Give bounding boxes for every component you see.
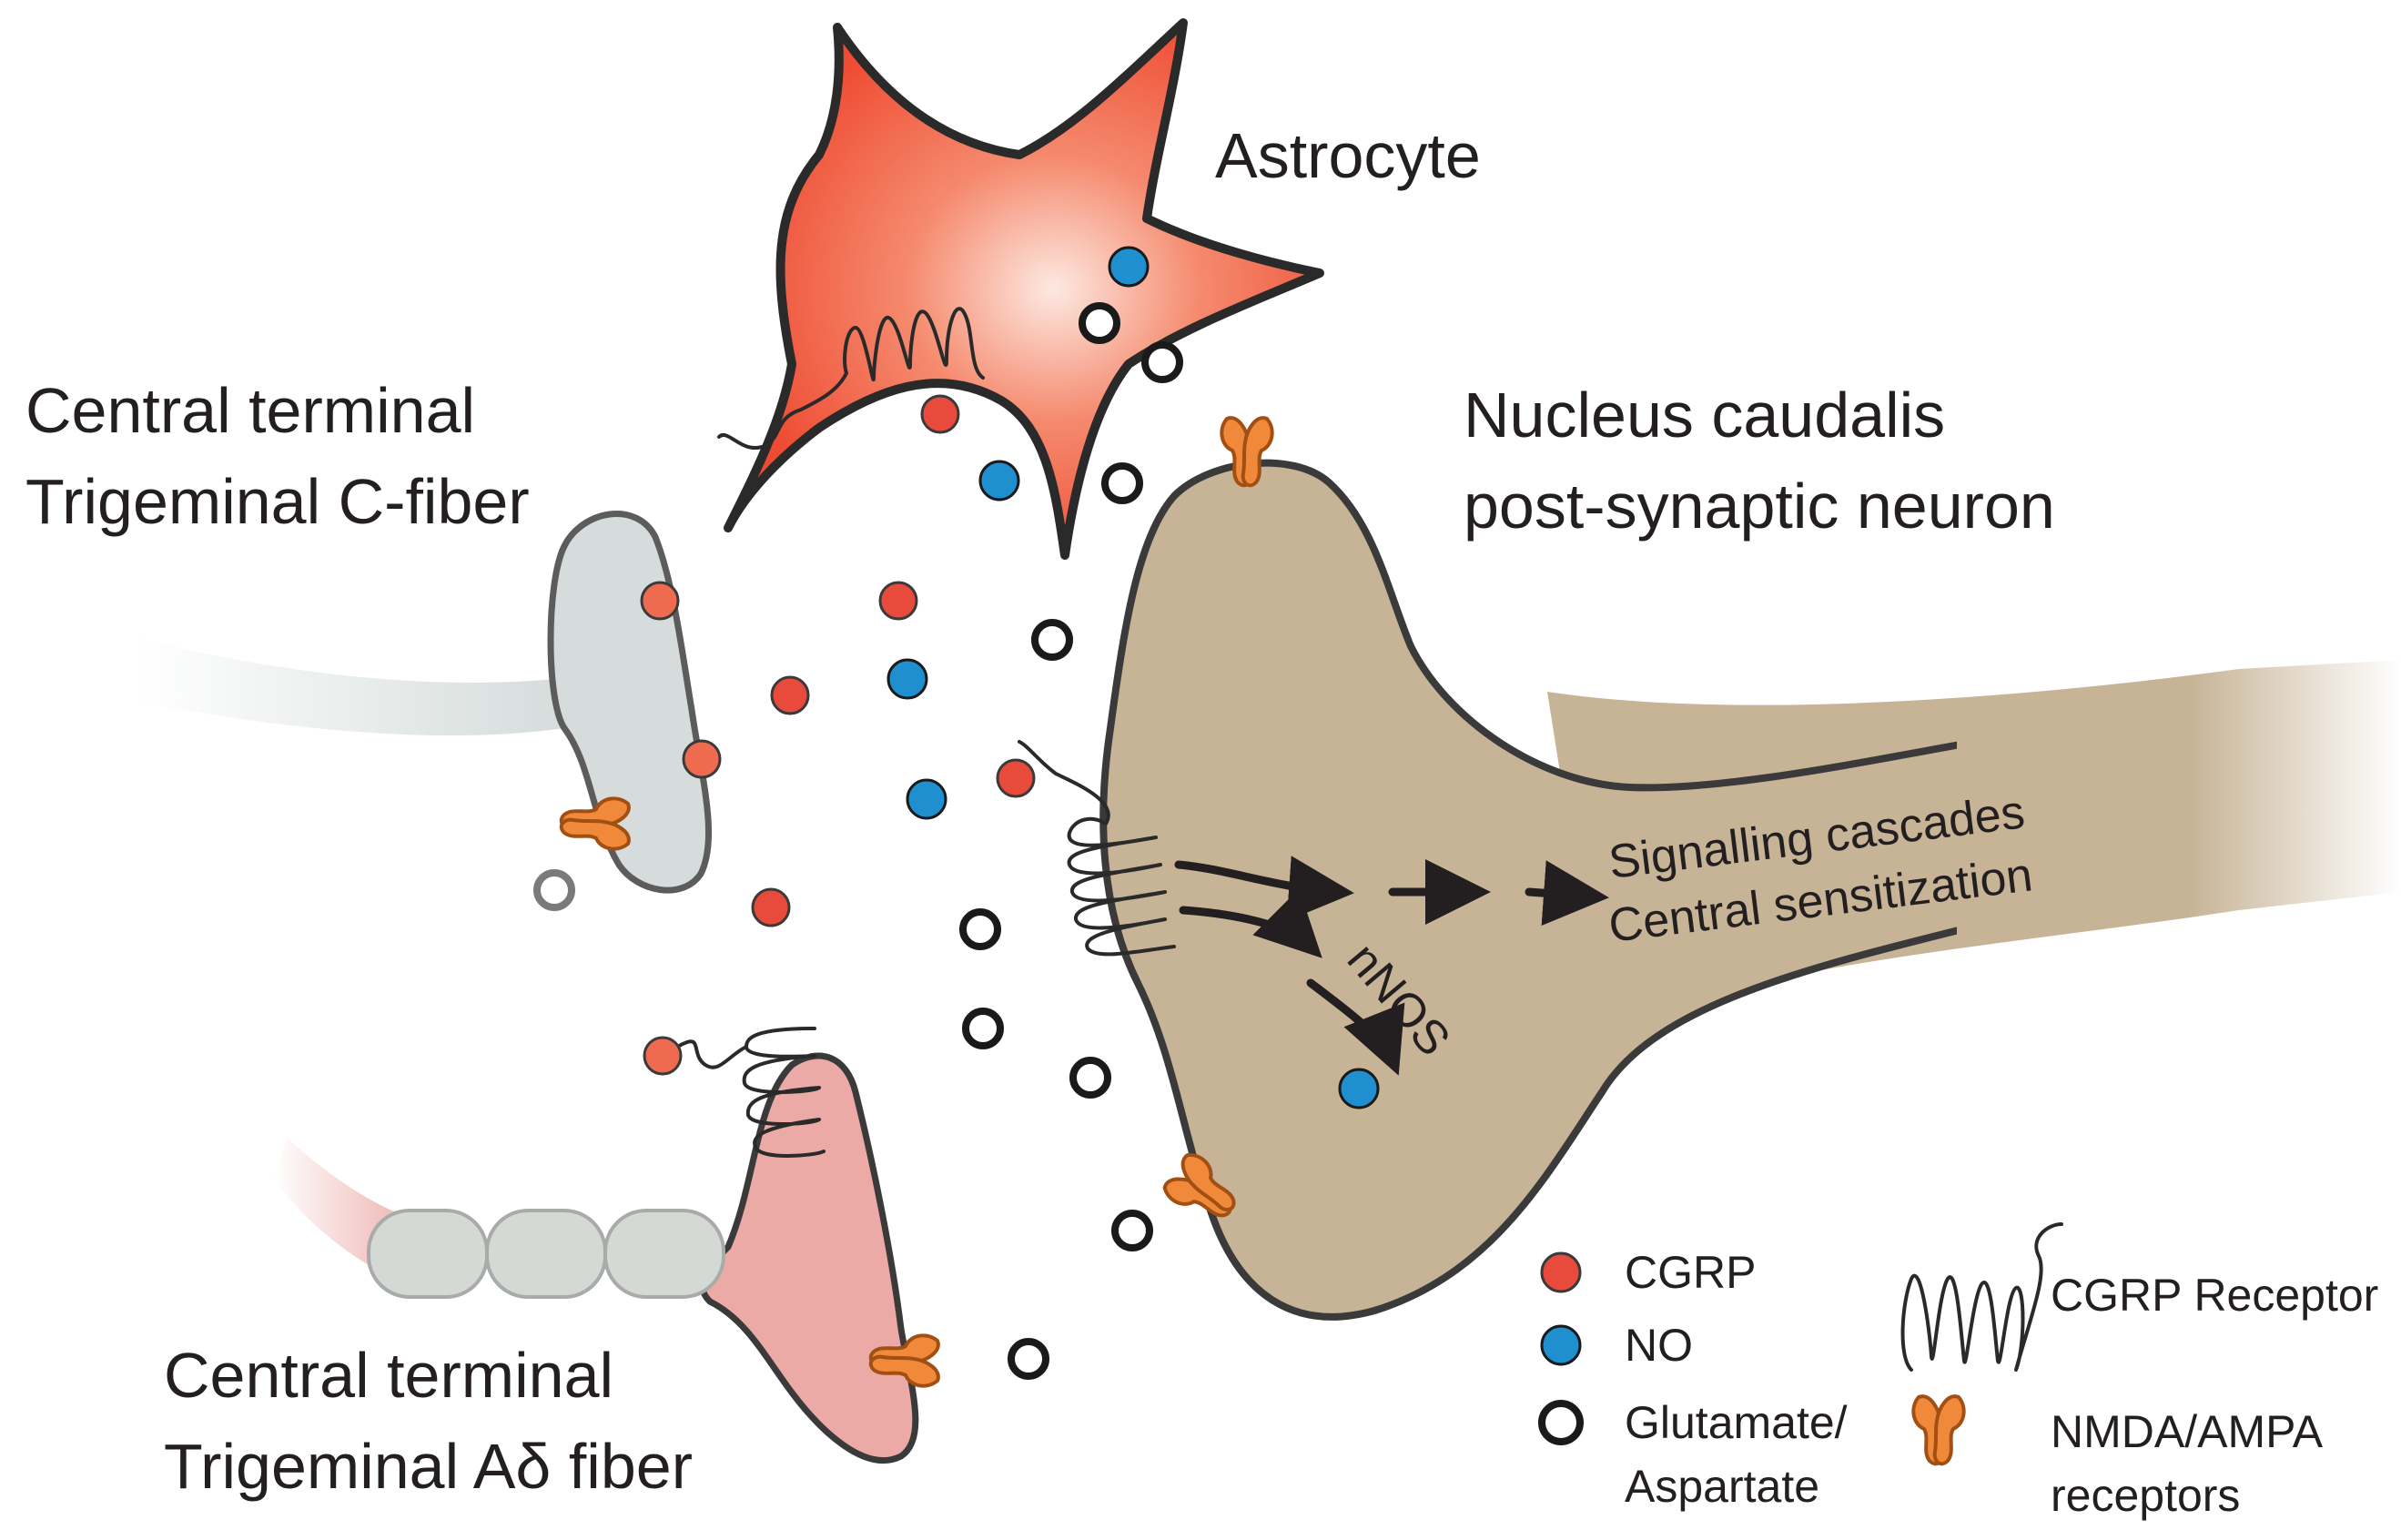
myelin-segment: [485, 1209, 607, 1299]
signalling-arrows: [1174, 856, 1609, 1076]
ad-fiber-soma: [699, 1052, 919, 1464]
glutamate-molecule: [1101, 462, 1143, 504]
cgrp-molecule: [682, 739, 722, 779]
nmda-receptor-bottom: [1162, 1153, 1236, 1218]
no-molecules: [886, 246, 1380, 1109]
glutamate-molecule: [1111, 1210, 1153, 1251]
no-molecule: [1338, 1068, 1380, 1109]
no-molecule: [978, 460, 1020, 502]
cgrp-molecule: [643, 1036, 683, 1076]
glutamate-molecule: [959, 908, 1001, 950]
cgrp-molecule: [770, 675, 810, 715]
glutamate-molecule: [533, 869, 575, 911]
legend-no-label: NO: [1625, 1320, 1693, 1371]
legend-cgrp-swatch: [1540, 1251, 1582, 1293]
legend-cgrp-receptor-icon: [1900, 1222, 2063, 1372]
nmda-receptor-ad-fiber: [868, 1333, 940, 1388]
glutamate-molecule: [1031, 619, 1073, 661]
legend-glutamate-swatch: [1538, 1400, 1584, 1445]
astrocyte-body: [724, 18, 1324, 560]
cgrp-molecule: [920, 394, 960, 434]
glutamate-molecule: [1141, 341, 1183, 383]
nmda-receptor-c-fiber: [559, 796, 631, 851]
no-molecule: [906, 778, 947, 820]
legend: CGRP NO Glutamate/ Aspartate CGRP Recept…: [1538, 1222, 2378, 1521]
legend-glutamate-label-line1: Glutamate/: [1625, 1397, 1848, 1448]
cgrp-receptor-post-synaptic: [1018, 740, 1176, 957]
c-fiber-axon: [137, 637, 564, 736]
myelin-segment: [367, 1209, 489, 1299]
astrocyte: [724, 18, 1324, 560]
c-fiber-label-line1: Central terminal: [25, 375, 475, 446]
nucleus-label-line2: post-synaptic neuron: [1464, 471, 2055, 542]
legend-nmda-label-line2: receptors: [2051, 1470, 2240, 1521]
legend-no-swatch: [1540, 1324, 1582, 1366]
ad-fiber-terminal: [273, 1052, 919, 1464]
ad-fiber-label-line2: Trigeminal Aδ fiber: [164, 1431, 693, 1502]
no-molecule: [886, 658, 928, 700]
astrocyte-label: Astrocyte: [1215, 120, 1481, 191]
legend-cgrp-receptor-label: CGRP Receptor: [2051, 1270, 2378, 1321]
legend-glutamate-label-line2: Aspartate: [1625, 1461, 1819, 1512]
cgrp-molecules: [640, 394, 1036, 1076]
glutamate-molecule: [1008, 1338, 1049, 1380]
glutamate-molecule: [1069, 1057, 1111, 1099]
nmda-receptor-top: [1220, 416, 1274, 488]
legend-nmda-icon: [1911, 1394, 1966, 1466]
no-molecule: [1108, 246, 1150, 288]
ad-fiber-label-line1: Central terminal: [164, 1340, 613, 1411]
cgrp-molecule: [751, 887, 791, 927]
glutamate-molecules: [533, 302, 1183, 1380]
glutamate-molecule: [1079, 302, 1120, 344]
legend-nmda-label-line1: NMDA/AMPA: [2051, 1406, 2324, 1457]
cgrp-molecule: [640, 581, 680, 621]
cgrp-molecule: [996, 758, 1036, 798]
cgrp-receptor-astrocyte: [717, 307, 985, 450]
cgrp-molecule: [878, 581, 918, 621]
legend-cgrp-label: CGRP: [1625, 1247, 1756, 1298]
glutamate-molecule: [962, 1008, 1004, 1049]
c-fiber-label-line2: Trigeminal C-fiber: [25, 466, 530, 537]
nucleus-label-line1: Nucleus caudalis: [1464, 380, 1945, 451]
myelin-segment: [603, 1209, 725, 1299]
